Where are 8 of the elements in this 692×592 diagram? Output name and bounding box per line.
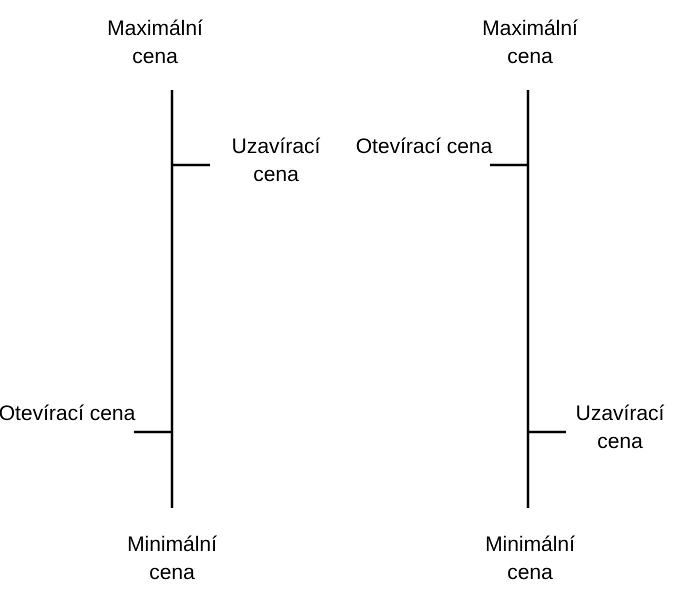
- price-label: Otevírací cena: [354, 134, 494, 160]
- price-label: Uzavírací cena: [230, 134, 322, 188]
- price-label: Minimální cena: [126, 532, 218, 586]
- price-label: Otevírací cena: [0, 401, 136, 427]
- price-label: Maximální cena: [106, 16, 204, 70]
- price-label: Maximální cena: [481, 16, 579, 70]
- price-label: Uzavírací cena: [574, 401, 666, 455]
- price-label: Minimální cena: [484, 532, 576, 586]
